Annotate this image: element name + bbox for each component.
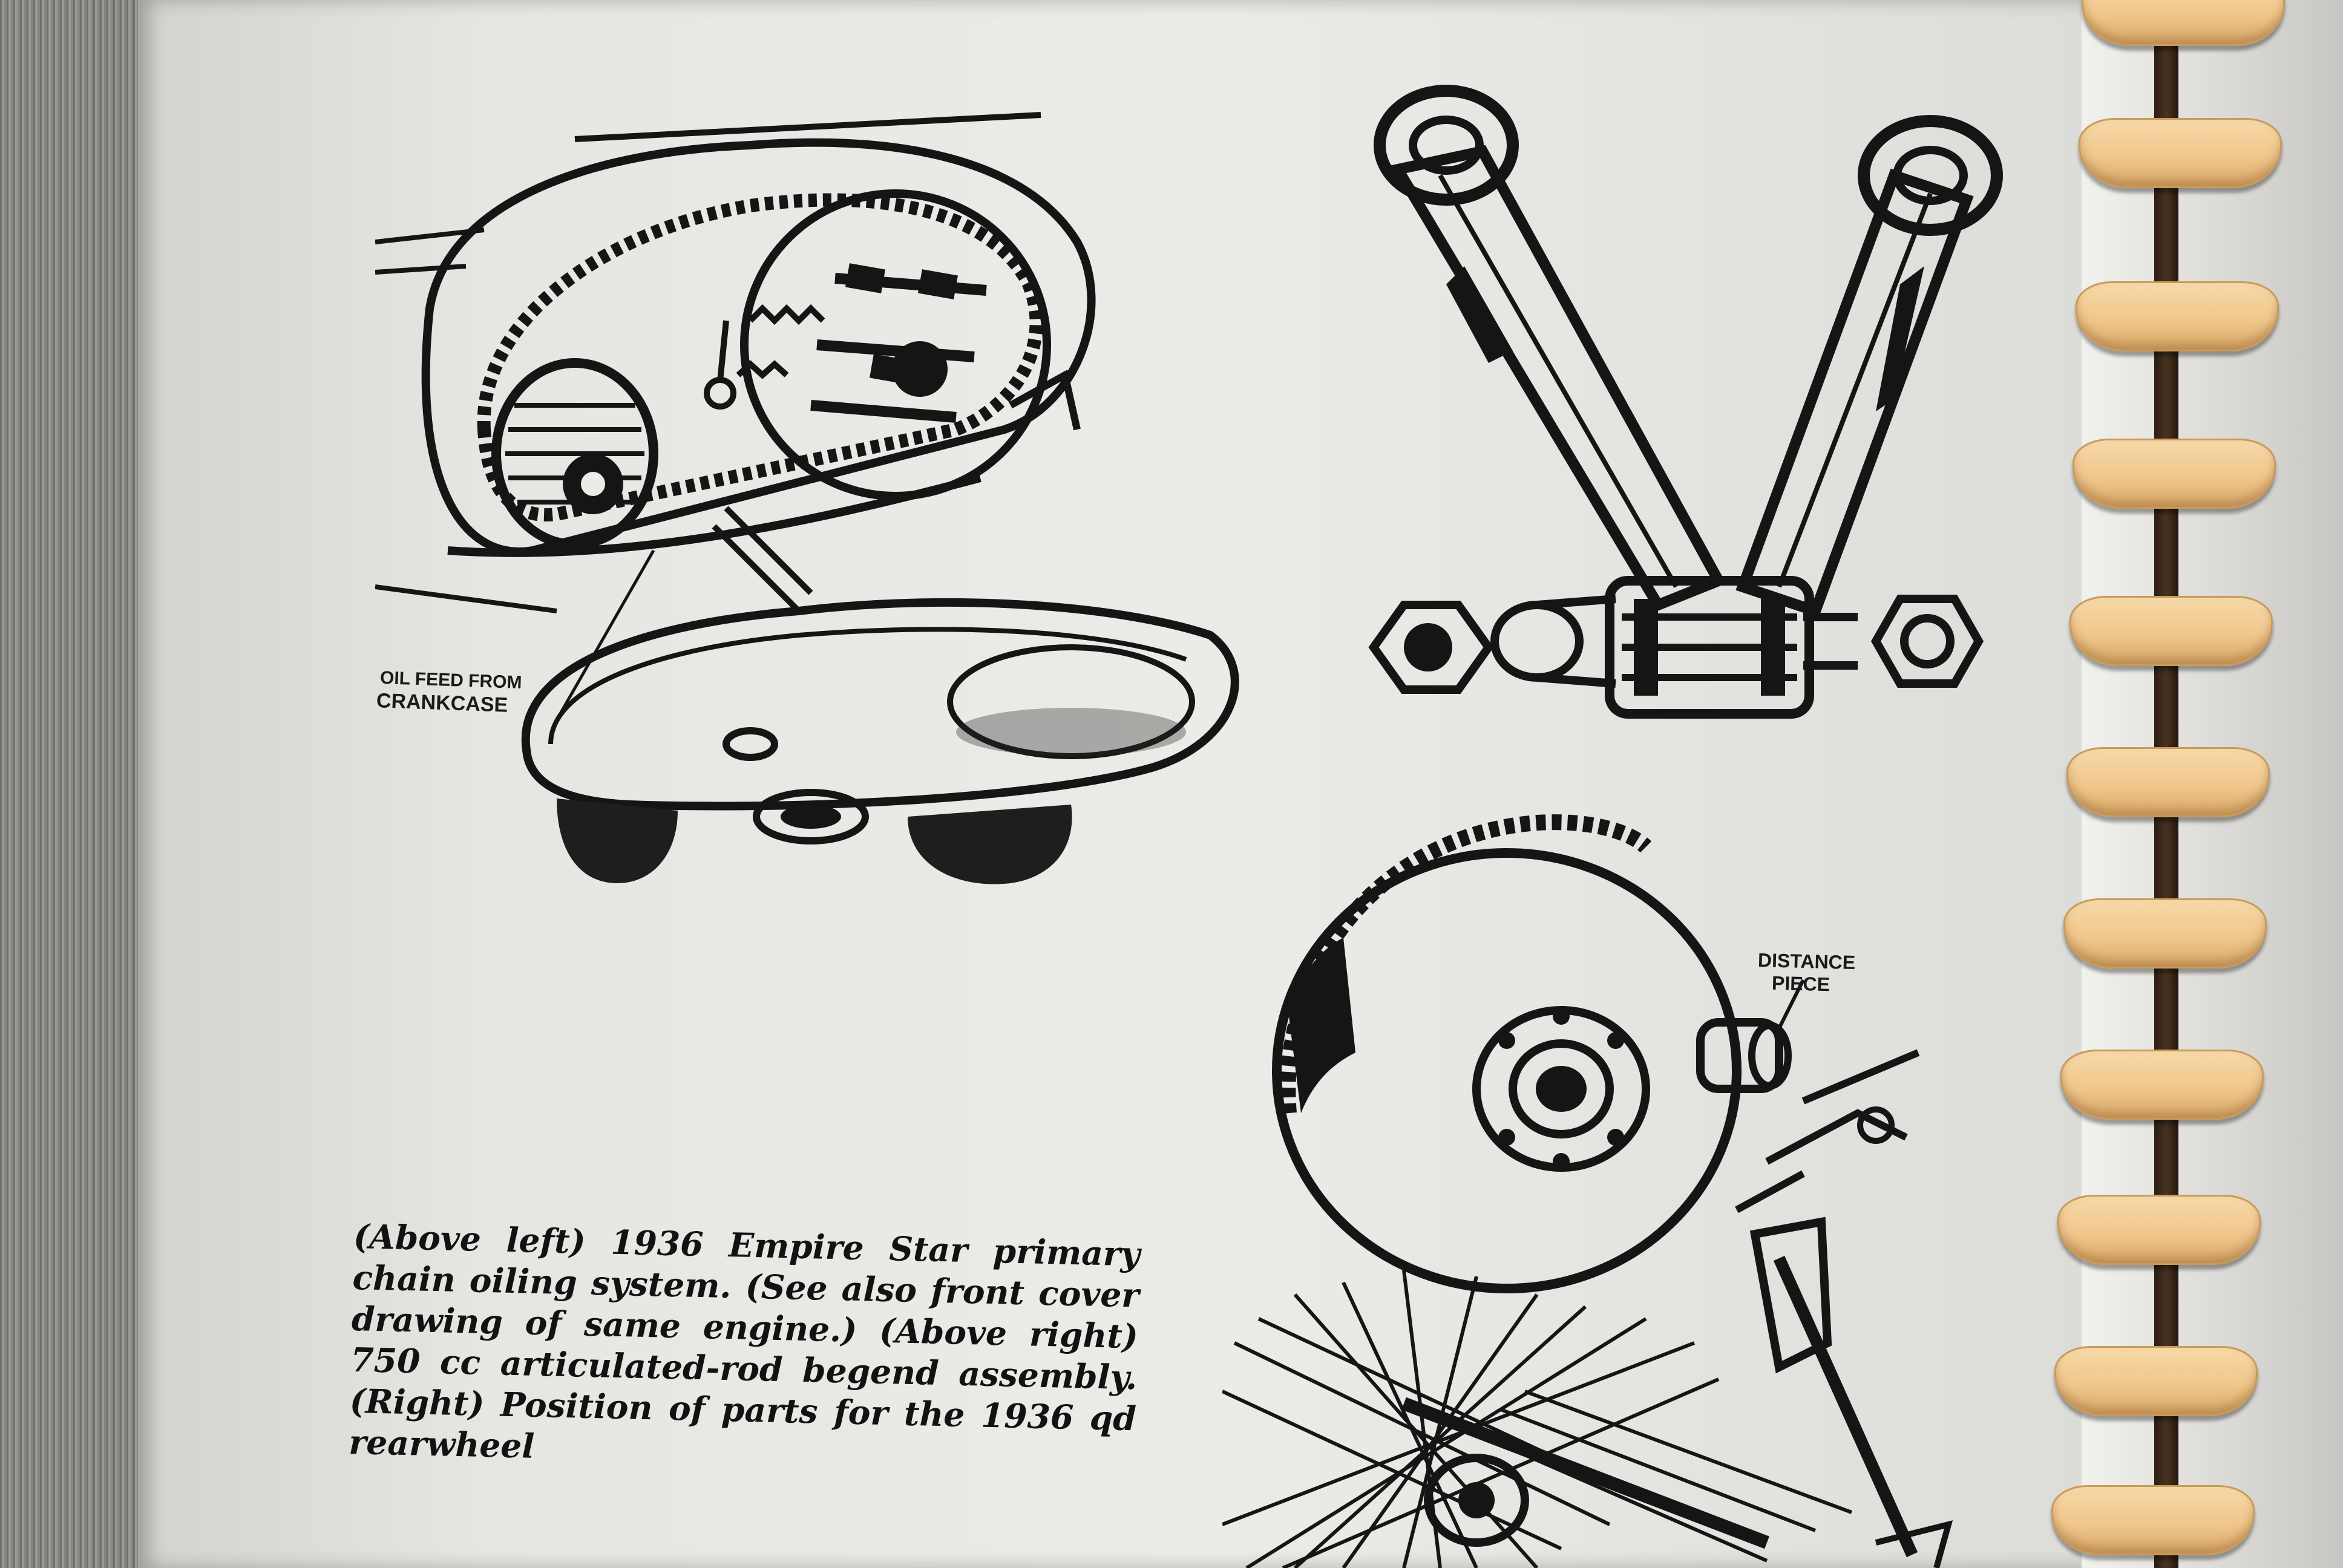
distance-piece-label-line1: DISTANCE xyxy=(1757,949,1856,974)
binding-ring-icon xyxy=(2073,439,2276,509)
page-margin-shadow xyxy=(0,0,139,1568)
chain-drive-figure xyxy=(375,91,1283,938)
rear-wheel-figure xyxy=(1222,799,1961,1568)
figure-caption: (Above left) 1936 Empire Star primary ch… xyxy=(348,1216,1141,1466)
binding-ring-icon xyxy=(2051,1485,2255,1555)
binding-ring-icon xyxy=(2054,1346,2258,1416)
binding-ring-icon xyxy=(2066,747,2270,817)
binding-ring-icon xyxy=(2076,281,2279,351)
oil-feed-label-line2: CRANKCASE xyxy=(376,689,508,717)
binding-ring-icon xyxy=(2057,1195,2261,1265)
binding-ring-icon xyxy=(2079,118,2282,188)
chain-drive-drawing xyxy=(375,112,1239,884)
binding-ring-icon xyxy=(2063,898,2267,969)
rear-wheel-drawing xyxy=(1222,814,1953,1568)
connecting-rod-drawing xyxy=(1368,85,2003,719)
binding-ring-icon xyxy=(2082,0,2285,46)
binding-ring-icon xyxy=(2069,596,2273,666)
connecting-rod-figure xyxy=(1355,85,2021,780)
binding-ring-icon xyxy=(2060,1050,2264,1120)
distance-piece-label-line2: PIECE xyxy=(1771,972,1830,996)
